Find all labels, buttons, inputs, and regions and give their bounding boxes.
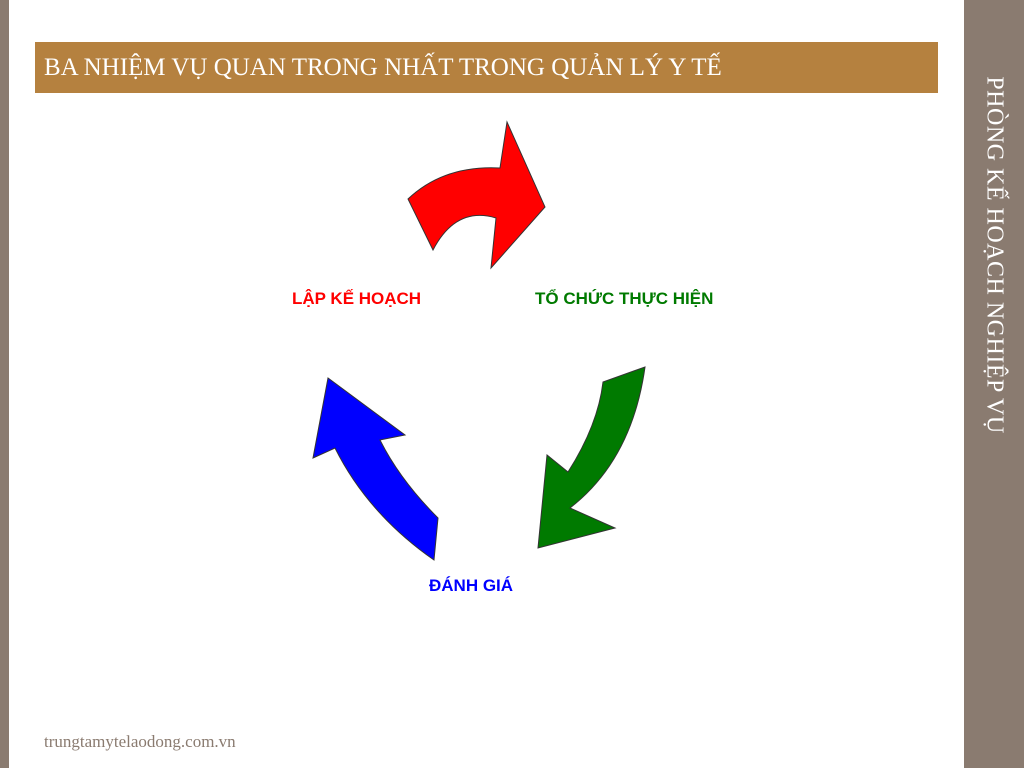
cycle-diagram: [312, 120, 646, 561]
step-label-evaluate: ĐÁNH GIÁ: [429, 576, 514, 595]
blue-cycle-arrow: [312, 377, 439, 561]
right-sidebar: [964, 0, 1024, 768]
slide-title: BA NHIỆM VỤ QUAN TRONG NHẤT TRONG QUẢN L…: [44, 53, 722, 81]
red-cycle-arrow: [407, 120, 546, 270]
side-title-container: PHÒNG KẾ HOẠCH NGHIỆP VỤ: [964, 0, 1024, 768]
green-cycle-arrow: [537, 366, 646, 549]
title-bar: BA NHIỆM VỤ QUAN TRONG NHẤT TRONG QUẢN L…: [35, 42, 938, 93]
step-label-implement: TỔ CHỨC THỰC HIỆN: [535, 289, 714, 308]
step-label-plan: LẬP KẾ HOẠCH: [292, 289, 422, 308]
left-accent-bar: [0, 0, 9, 768]
side-title: PHÒNG KẾ HOẠCH NGHIỆP VỤ: [981, 76, 1008, 434]
footer-website: trungtamytelaodong.com.vn: [44, 732, 236, 751]
